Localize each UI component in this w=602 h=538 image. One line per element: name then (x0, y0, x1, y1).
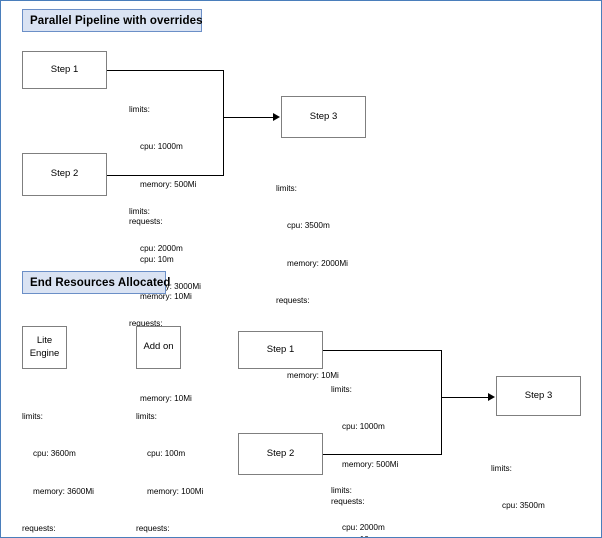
node-bottom-step-3[interactable]: Step 3 (496, 376, 581, 416)
connector-top-bracket (223, 70, 224, 176)
spec-limits-label: limits: (22, 411, 43, 421)
spec-requests-label: requests: (129, 319, 163, 329)
node-label: Step 1 (266, 343, 295, 355)
node-bottom-step-1[interactable]: Step 1 (238, 331, 323, 369)
spec-requests-label: requests: (136, 524, 170, 534)
spec-requests-memory: memory: 10Mi (287, 370, 339, 380)
spec-add-on: limits: cpu: 100m memory: 100Mi requests… (136, 386, 204, 537)
node-label-line2: Engine (29, 347, 60, 359)
spec-limits-memory: memory: 2000Mi (287, 258, 348, 268)
spec-lite-engine: limits: cpu: 3600m memory: 3600Mi reques… (22, 386, 94, 537)
node-add-on[interactable]: Add on (136, 326, 181, 369)
connector-top-step1-out (107, 70, 223, 71)
spec-requests-label: requests: (276, 296, 310, 306)
spec-limits-cpu: cpu: 3500m (287, 221, 330, 231)
spec-requests-cpu: cpu: 10m (140, 254, 174, 264)
spec-bottom-step-3: limits: cpu: 3500m memory: 2000Mi reques… (491, 438, 563, 537)
spec-limits-cpu: cpu: 3500m (502, 501, 545, 511)
connector-bottom-to-step3 (441, 397, 488, 398)
node-top-step-1[interactable]: Step 1 (22, 51, 107, 89)
spec-limits-cpu: cpu: 2000m (140, 244, 183, 254)
spec-requests-label: requests: (331, 497, 365, 507)
spec-limits-cpu: cpu: 100m (147, 449, 186, 459)
spec-limits-label: limits: (331, 485, 352, 495)
spec-limits-label: limits: (136, 411, 157, 421)
node-label: Step 2 (50, 168, 79, 180)
spec-requests-memory: memory: 10Mi (140, 291, 192, 301)
spec-limits-memory: memory: 3600Mi (33, 486, 94, 496)
node-label: Add on (143, 341, 174, 353)
spec-bottom-step-2: limits: cpu: 2000m memory: 3000Mi reques… (331, 460, 403, 537)
section-header-label: End Resources Allocated (30, 276, 171, 289)
spec-limits-cpu: cpu: 1000m (342, 422, 385, 432)
spec-limits-label: limits: (491, 463, 512, 473)
connector-bottom-step1-out (323, 350, 441, 351)
spec-limits-cpu: cpu: 1000m (140, 142, 183, 152)
spec-limits-label: limits: (331, 384, 352, 394)
spec-limits-cpu: cpu: 3600m (33, 449, 76, 459)
connector-bottom-step2-out (323, 454, 441, 455)
arrowhead-top-step3 (273, 113, 280, 121)
spec-requests-label: requests: (22, 524, 56, 534)
node-label: Step 3 (524, 389, 553, 401)
spec-requests-label: requests: (129, 217, 163, 227)
spec-bottom-step-1: limits: cpu: 1000m memory: 500Mi request… (331, 359, 399, 537)
connector-bottom-bracket (441, 350, 442, 455)
spec-top-step-1: limits: cpu: 1000m memory: 500Mi request… (129, 79, 196, 328)
spec-limits-memory: memory: 100Mi (147, 486, 204, 496)
spec-limits-label: limits: (129, 206, 150, 216)
section-header-parallel-pipeline: Parallel Pipeline with overrides (22, 9, 202, 32)
spec-limits-label: limits: (129, 104, 150, 114)
node-label: Step 1 (50, 63, 79, 75)
spec-limits-label: limits: (276, 183, 297, 193)
arrowhead-bottom-step3 (488, 393, 495, 401)
node-lite-engine[interactable]: Lite Engine (22, 326, 67, 369)
spec-requests-memory: memory: 10Mi (140, 393, 192, 403)
node-label: Step 3 (309, 110, 338, 122)
node-label-line1: Lite (36, 334, 53, 346)
node-bottom-step-2[interactable]: Step 2 (238, 433, 323, 475)
spec-limits-cpu: cpu: 2000m (342, 523, 385, 533)
section-header-label: Parallel Pipeline with overrides (30, 14, 203, 27)
spec-limits-memory: memory: 500Mi (140, 179, 197, 189)
spec-requests-cpu: cpu: 10m (331, 534, 398, 537)
connector-top-to-step3 (223, 117, 273, 118)
node-top-step-2[interactable]: Step 2 (22, 153, 107, 196)
spec-limits-memory: memory: 500Mi (342, 459, 399, 469)
connector-top-step2-out (107, 175, 223, 176)
section-header-end-resources: End Resources Allocated (22, 271, 170, 294)
node-label: Step 2 (266, 447, 295, 459)
node-top-step-3[interactable]: Step 3 (281, 96, 366, 138)
